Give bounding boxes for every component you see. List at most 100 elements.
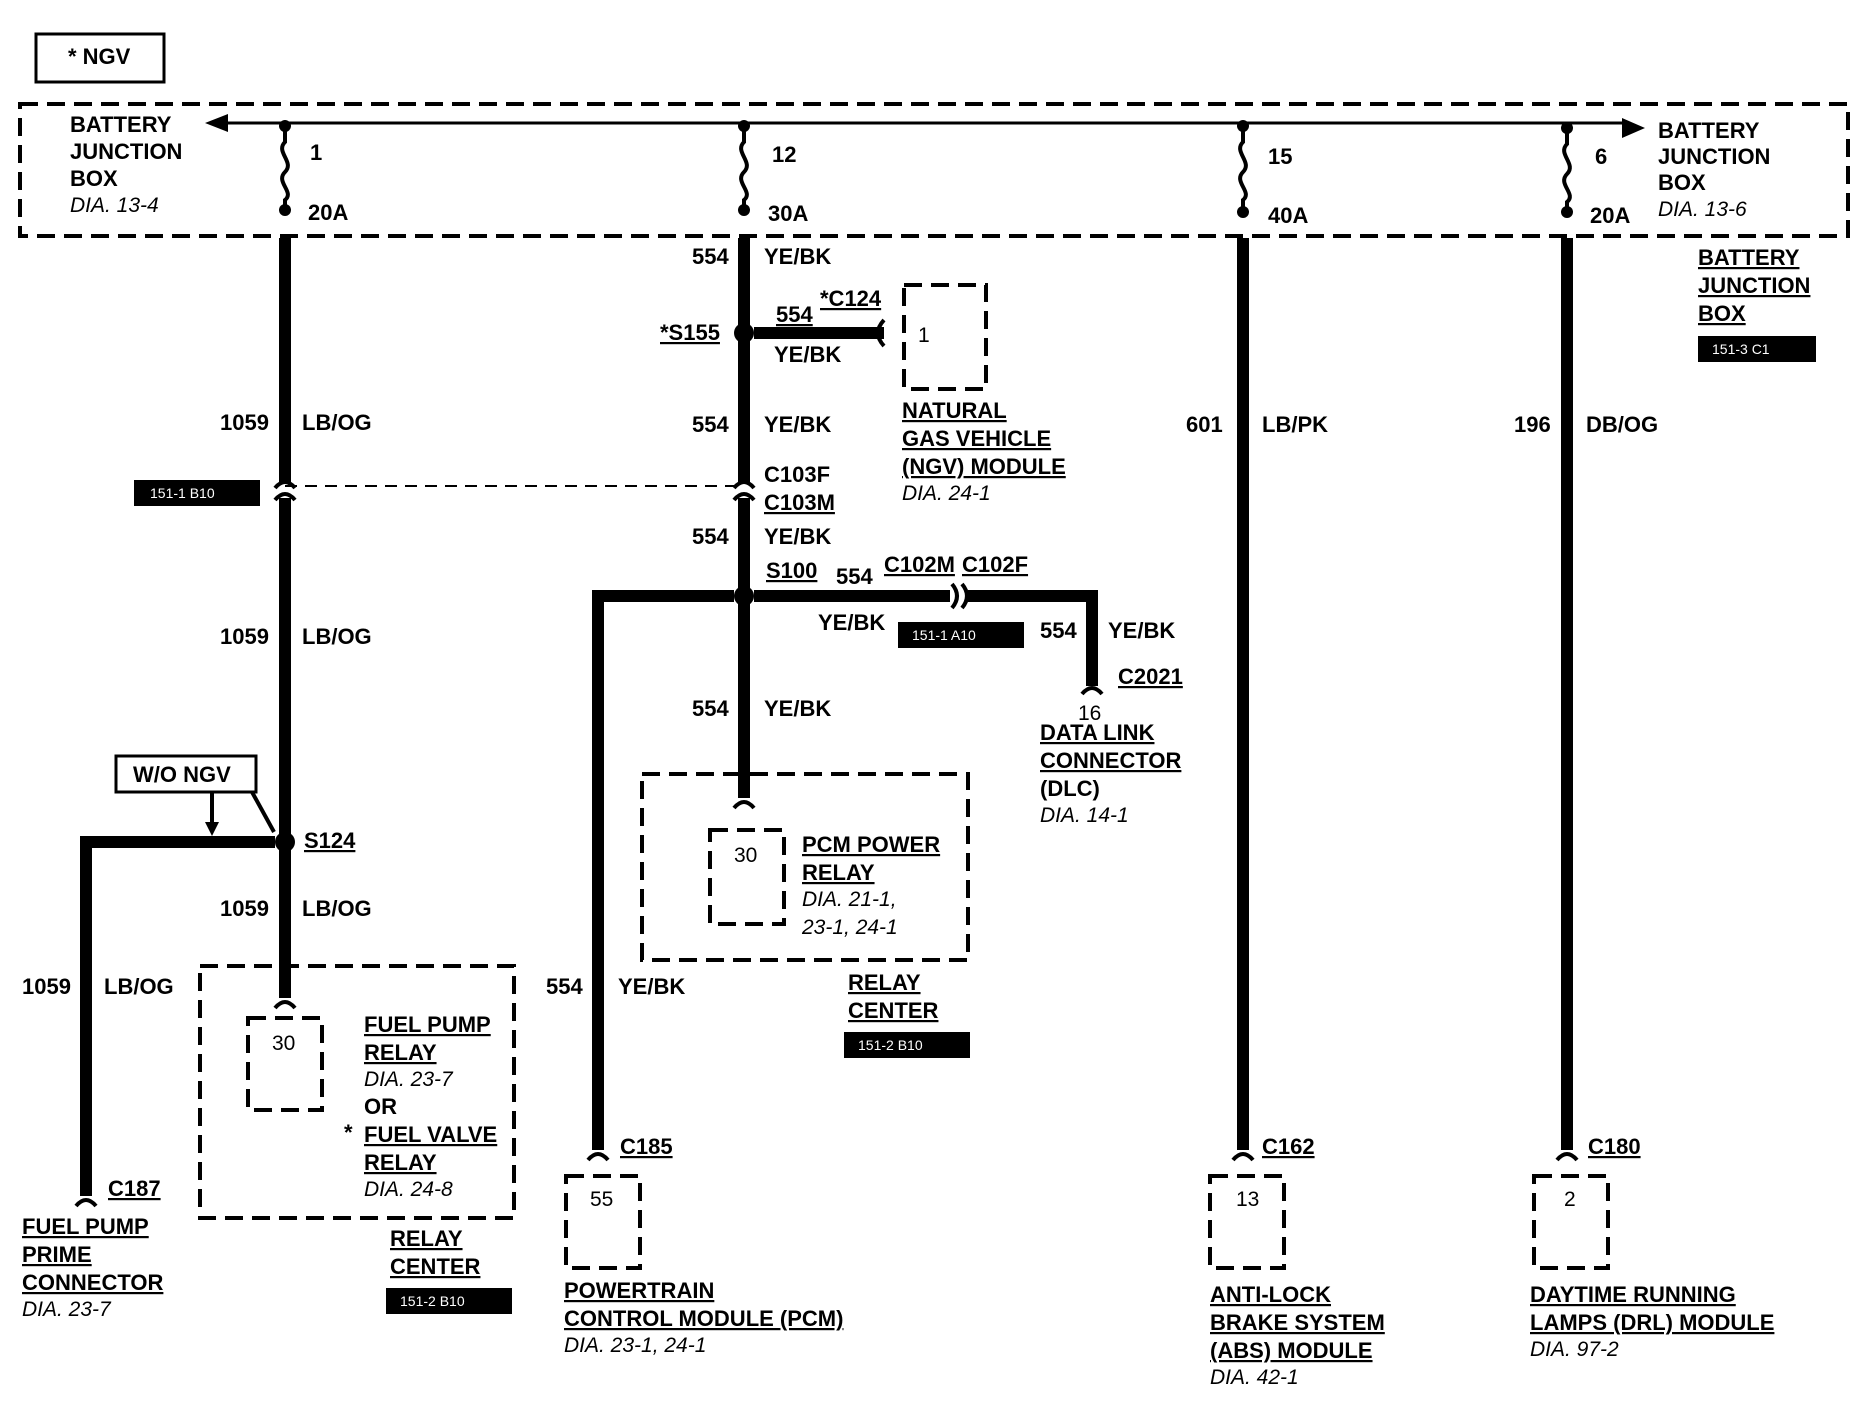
- fuse-node: [738, 204, 750, 216]
- fuel-relay-pin-icon: [273, 1000, 297, 1010]
- ngv-module-line2: GAS VEHICLE: [902, 426, 1051, 451]
- c187-label: C187: [108, 1176, 161, 1201]
- fuel-prime-dia: DIA. 23-7: [22, 1298, 112, 1321]
- relay-center-center-line1: RELAY: [848, 970, 921, 995]
- c124-label: *C124: [820, 286, 882, 311]
- c185-pin-icon: [586, 1152, 610, 1162]
- fuel-relay-star: *: [344, 1120, 353, 1145]
- ngv-legend-text: * NGV: [68, 44, 131, 69]
- ngv-module-pin: 1: [918, 324, 930, 347]
- tag-151-2-b10-center-text: 151-2 B10: [858, 1037, 923, 1053]
- fuse-15-amp: 40A: [1268, 203, 1308, 228]
- fuse-6-amp: 20A: [1590, 203, 1630, 228]
- bjb-right-line1: BATTERY: [1658, 118, 1760, 143]
- w554-label-3: 554: [692, 524, 729, 549]
- fuel-relay-line2: RELAY: [364, 1040, 437, 1065]
- w554-pcm-label: 554: [546, 974, 583, 999]
- c102f-label: C102F: [962, 552, 1028, 577]
- fuse-node: [1237, 206, 1249, 218]
- c2021-pin-icon: [1080, 686, 1104, 696]
- w554-label-4: 554: [692, 696, 729, 721]
- abs-pin: 13: [1236, 1188, 1259, 1211]
- fuse-icon: [739, 126, 749, 210]
- c102-pin-icon-2: [960, 582, 969, 610]
- connector-c103-icon: [732, 480, 756, 490]
- drl-box: [1532, 1174, 1610, 1270]
- w196-label: 196: [1514, 412, 1551, 437]
- bjb-ref-line2: JUNCTION: [1698, 273, 1810, 298]
- bjb-ref-tag: [1698, 336, 1816, 362]
- pcm-relay-pin: 30: [734, 844, 757, 867]
- yebk-dlc-label-2: YE/BK: [1108, 618, 1175, 643]
- bjb-left-line3: BOX: [70, 166, 118, 191]
- c103f-label: C103F: [764, 462, 830, 487]
- s100-label: S100: [766, 558, 817, 583]
- pcm-relay-dia1: DIA. 21-1,: [802, 888, 897, 911]
- pcm-box: [564, 1174, 642, 1270]
- wo-ngv-text: W/O NGV: [133, 762, 231, 787]
- c185-label: C185: [620, 1134, 673, 1159]
- abs-box: [1208, 1174, 1286, 1270]
- pcm-relay-pin-icon: [732, 800, 756, 810]
- tag-151-2-b10-center: [844, 1032, 970, 1058]
- tag-151-2-b10-left-text: 151-2 B10: [400, 1293, 465, 1309]
- abs-line3: (ABS) MODULE: [1210, 1338, 1373, 1363]
- battery-junction-box-outline: [18, 102, 1850, 238]
- tag-151-1-a10: [898, 622, 1024, 648]
- ngv-module-line3: (NGV) MODULE: [902, 454, 1066, 479]
- splice-s124: [275, 832, 295, 852]
- w601-label: 601: [1186, 412, 1223, 437]
- c180-label: C180: [1588, 1134, 1641, 1159]
- yebk-label-3: YE/BK: [764, 524, 831, 549]
- yebk-dlc-label: YE/BK: [818, 610, 885, 635]
- drl-pin: 2: [1564, 1188, 1576, 1211]
- drl-dia: DIA. 97-2: [1530, 1338, 1619, 1361]
- w1059-label-1: 1059: [220, 410, 269, 435]
- drl-line2: LAMPS (DRL) MODULE: [1530, 1310, 1774, 1335]
- c162-label: C162: [1262, 1134, 1315, 1159]
- s155-label: *S155: [660, 320, 720, 345]
- fuse-1-amp: 20A: [308, 200, 348, 225]
- yebk-label-1: YE/BK: [764, 244, 831, 269]
- yebk-ngv-label: YE/BK: [774, 342, 841, 367]
- bjb-ref-line1: BATTERY: [1698, 245, 1800, 270]
- pcm-dia: DIA. 23-1, 24-1: [564, 1334, 706, 1357]
- fuse-12-num: 12: [772, 142, 796, 167]
- c180-pin-icon: [1555, 1152, 1579, 1162]
- ngv-module-box: [902, 283, 988, 391]
- bjb-left-line1: BATTERY: [70, 112, 172, 137]
- w554-ngv-label: 554: [776, 302, 813, 327]
- dlc-pin: 16: [1078, 702, 1101, 725]
- bus-arrow-right-icon: [1622, 118, 1645, 138]
- c162-pin-icon: [1231, 1152, 1255, 1162]
- w1059-label-4: 1059: [22, 974, 71, 999]
- bjb-ref-line3: BOX: [1698, 301, 1746, 326]
- dlc-line2: CONNECTOR: [1040, 748, 1181, 773]
- yebk-label-4: YE/BK: [764, 696, 831, 721]
- fuse-12: 12 30A: [738, 120, 808, 226]
- splice-s155: [734, 323, 754, 343]
- s124-label: S124: [304, 828, 356, 853]
- lbog-label-4: LB/OG: [104, 974, 174, 999]
- fuel-prime-line3: CONNECTOR: [22, 1270, 163, 1295]
- yebk-pcm-label: YE/BK: [618, 974, 685, 999]
- relay-center-center-outline: [640, 772, 970, 962]
- bjb-ref-tag-text: 151-3 C1: [1712, 341, 1770, 357]
- fuel-prime-line1: FUEL PUMP: [22, 1214, 149, 1239]
- fuel-relay-dia2: DIA. 24-8: [364, 1178, 453, 1201]
- wo-ngv-arrow-icon: [205, 822, 219, 836]
- fuel-relay-pin: 30: [272, 1032, 295, 1055]
- c102-pin-icon: [950, 582, 959, 610]
- connector-c103-left-icon-2: [273, 492, 297, 502]
- connector-c103-icon-2: [732, 492, 756, 502]
- bus-arrow-left-icon: [205, 114, 228, 132]
- lbog-label-2: LB/OG: [302, 624, 372, 649]
- fuse-1: 1 20A: [279, 120, 348, 225]
- w1059-label-2: 1059: [220, 624, 269, 649]
- relay-center-left-outline: [198, 964, 516, 1220]
- abs-dia: DIA. 42-1: [1210, 1366, 1299, 1389]
- ngv-module-dia: DIA. 24-1: [902, 482, 991, 505]
- fuse-1-num: 1: [310, 140, 322, 165]
- bjb-right-dia: DIA. 13-6: [1658, 198, 1747, 221]
